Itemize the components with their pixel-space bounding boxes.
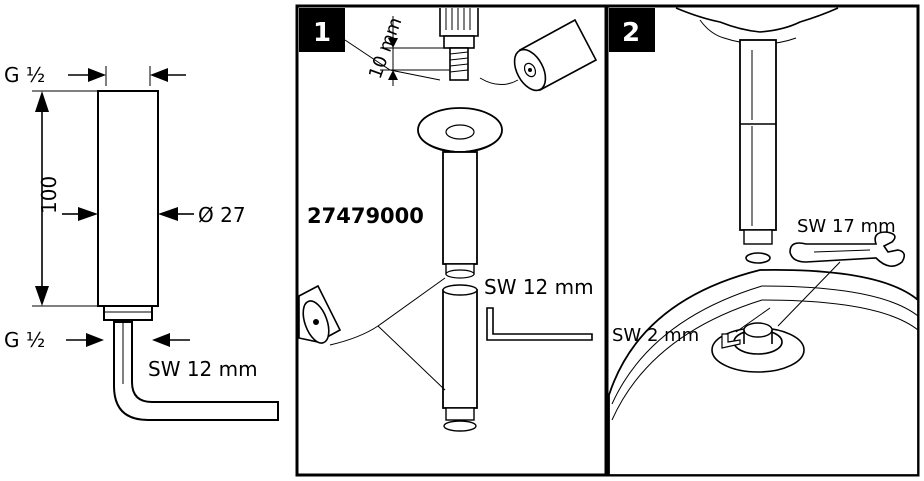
dimension-drawing: G ½ 100 Ø 27 G ½ SW 12 mm — [4, 63, 279, 421]
step1-number: 1 — [313, 18, 331, 48]
tool-size-label: SW 12 mm — [484, 275, 594, 299]
sealant-tube-left-icon — [298, 284, 342, 344]
sealant-tube-icon — [479, 18, 598, 92]
step2-badge — [609, 8, 655, 52]
part-number: 27479000 — [307, 204, 424, 228]
pipe-body — [97, 90, 159, 307]
step1-panel: 1 10 mm — [295, 4, 608, 477]
small-hex-key-icon — [721, 333, 741, 349]
allen-key-icon — [486, 307, 593, 341]
wrench-size-label-17: SW 17 mm — [797, 216, 896, 237]
step1-badge — [299, 8, 345, 52]
upper-pipe — [442, 151, 478, 265]
open-end-wrench-icon — [789, 231, 906, 267]
diameter-label: Ø 27 — [198, 203, 246, 227]
thread-top-label: G ½ — [4, 63, 45, 87]
thread-bottom-label: G ½ — [4, 328, 45, 352]
washer — [745, 252, 771, 264]
hex-key-icon — [113, 321, 279, 421]
mounted-pipe — [739, 39, 777, 231]
length-label: 100 — [37, 176, 61, 214]
hex-size-label-2: SW 2 mm — [612, 325, 699, 346]
step2-panel: 2 SW 17 mm SW 2 mm — [605, 4, 920, 477]
step2-number: 2 — [622, 18, 640, 48]
wrench-size-label: SW 12 mm — [148, 357, 258, 381]
lower-pipe — [442, 289, 478, 409]
pipe-thread — [103, 305, 153, 321]
